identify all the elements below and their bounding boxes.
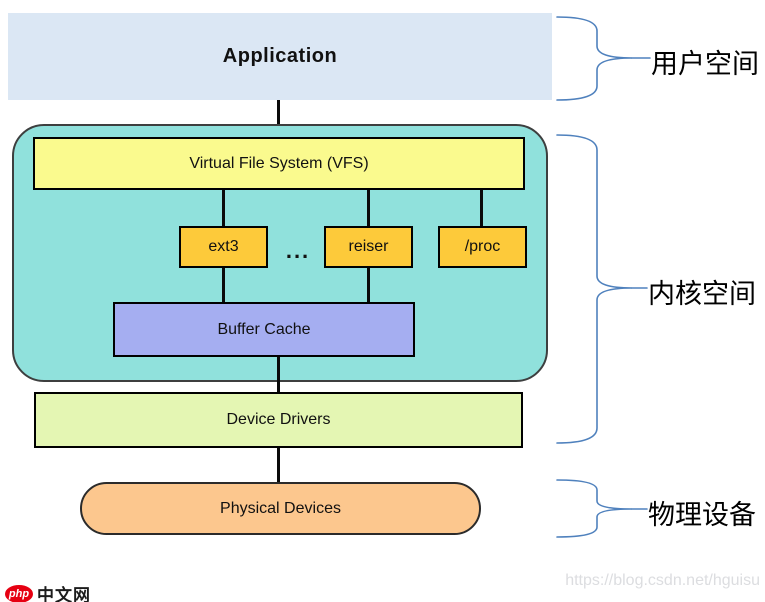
- connector-drivers-physical: [277, 448, 280, 482]
- user-space-brace-icon: [556, 16, 633, 101]
- vfs-label: Virtual File System (VFS): [189, 154, 369, 172]
- ext3-label: ext3: [208, 238, 239, 255]
- physical-devices-label: Physical Devices: [220, 499, 341, 517]
- php-logo-badge-icon: php: [5, 584, 33, 602]
- csdn-watermark: https://blog.csdn.net/hguisu: [565, 572, 760, 589]
- connector-buffer-drivers: [277, 357, 280, 392]
- physical-devices-brace-icon: [556, 479, 633, 538]
- vfs-box: Virtual File System (VFS): [33, 137, 525, 190]
- proc-label: /proc: [464, 238, 501, 255]
- application-box: Application: [8, 13, 552, 100]
- connector-app-vfs: [277, 100, 280, 137]
- filesystem-ellipsis: ...: [285, 238, 311, 263]
- filesystem-box-ext3: ext3: [179, 226, 268, 268]
- reiser-label: reiser: [348, 238, 389, 255]
- physical-devices-box: Physical Devices: [80, 482, 481, 535]
- physical-devices-zh-label: 物理设备: [648, 500, 756, 530]
- application-label: Application: [222, 45, 338, 67]
- connector-vfs-proc: [480, 190, 483, 226]
- php-cn-logo-text: 中文网: [37, 586, 91, 602]
- connector-vfs-reiser: [367, 190, 370, 226]
- connector-ext3-buffer: [222, 268, 225, 302]
- filesystem-box-reiser: reiser: [324, 226, 413, 268]
- buffer-cache-label: Buffer Cache: [217, 320, 311, 338]
- buffer-cache-box: Buffer Cache: [113, 302, 415, 357]
- filesystem-box-proc: /proc: [438, 226, 527, 268]
- connector-vfs-ext3: [222, 190, 225, 226]
- connector-reiser-buffer: [367, 268, 370, 302]
- kernel-space-brace-icon: [556, 134, 633, 444]
- device-drivers-label: Device Drivers: [226, 411, 331, 428]
- user-space-label: 用户空间: [651, 49, 759, 79]
- device-drivers-box: Device Drivers: [34, 392, 523, 448]
- php-cn-logo: php 中文网: [5, 581, 91, 602]
- kernel-space-label: 内核空间: [648, 279, 756, 309]
